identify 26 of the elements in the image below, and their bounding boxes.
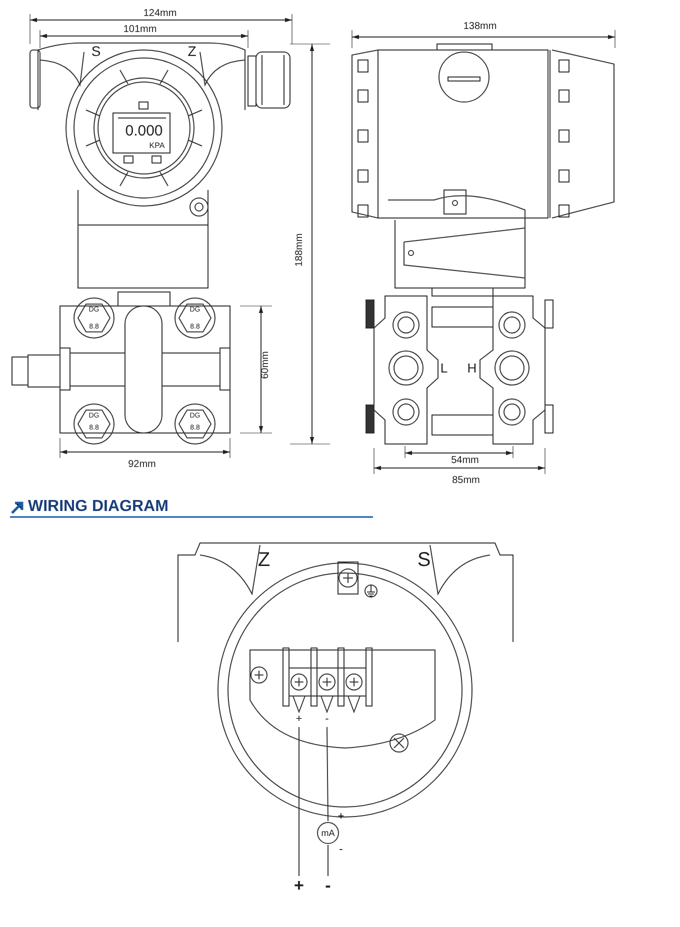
dimension-label: 124mm xyxy=(143,9,177,19)
dimension-label: 85mm xyxy=(452,476,480,486)
ammeter-circle xyxy=(317,822,339,844)
wire xyxy=(298,726,300,876)
polarity-mark: + xyxy=(293,877,305,893)
dimension-label: 54mm xyxy=(451,456,479,466)
dimension-label: 60mm xyxy=(261,351,271,379)
port-label: L xyxy=(440,362,448,374)
port-marking: Z xyxy=(258,550,270,570)
dimension-label: 92mm xyxy=(128,460,156,470)
unit-label: KPA xyxy=(149,142,165,150)
display-reading: 0.000 xyxy=(125,124,163,138)
port-marking: S xyxy=(417,550,431,570)
dimension-label: 188mm xyxy=(295,233,305,267)
dimension-label: 138mm xyxy=(463,22,497,32)
polarity-mark: + xyxy=(293,714,305,726)
wire xyxy=(326,726,328,822)
port-marking: S xyxy=(91,44,101,58)
polarity-mark: - xyxy=(339,844,343,856)
port-label: H xyxy=(467,362,477,374)
polarity-mark: - xyxy=(322,877,334,893)
meter-unit: mA xyxy=(321,828,335,838)
section-heading: WIRING DIAGRAM xyxy=(28,499,168,515)
dimension-label: 101mm xyxy=(123,25,157,35)
port-marking: Z xyxy=(188,44,196,58)
polarity-mark: - xyxy=(321,714,333,726)
